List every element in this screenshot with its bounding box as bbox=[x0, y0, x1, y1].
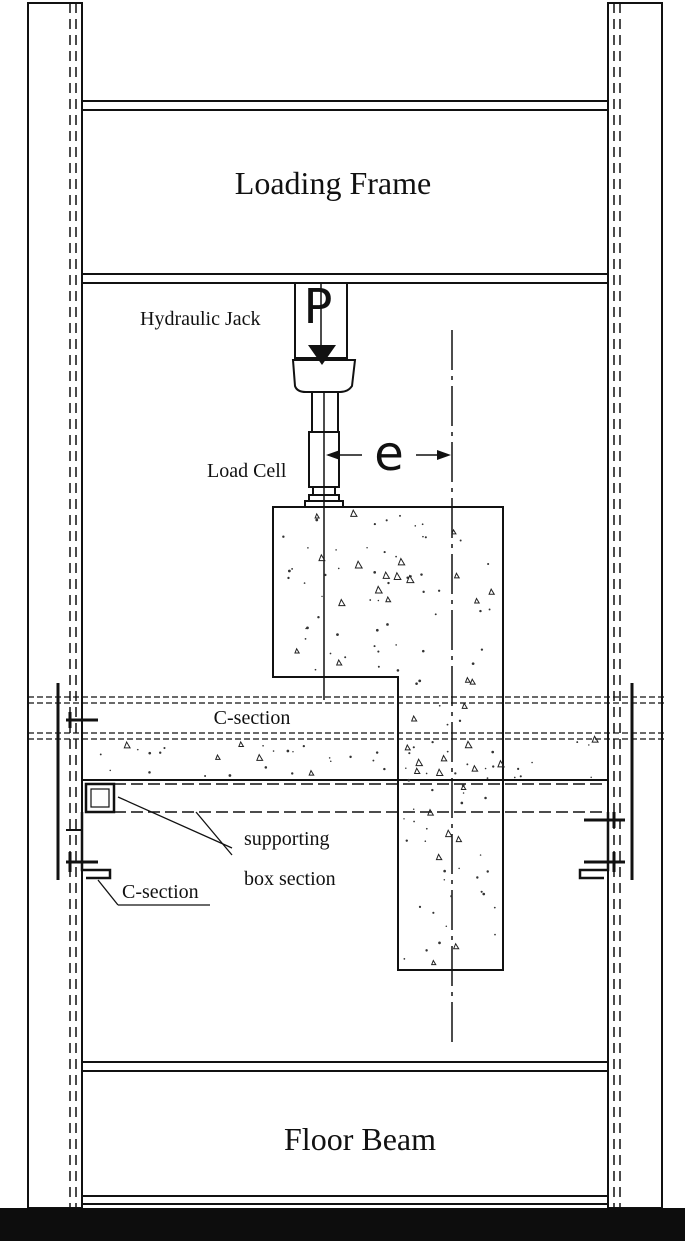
c-section-bottom-leader bbox=[97, 879, 119, 906]
right-column bbox=[607, 2, 663, 1209]
eccentricity-dimension bbox=[323, 392, 451, 700]
load-cell-label: Load Cell bbox=[207, 460, 287, 482]
hydraulic-jack-label: Hydraulic Jack bbox=[140, 308, 261, 330]
right-bracket bbox=[578, 683, 634, 880]
load-arrow-icon bbox=[308, 345, 336, 365]
c-section-bottom-label: C-section bbox=[122, 881, 199, 903]
supporting-label-line2: box section bbox=[244, 868, 336, 890]
concrete-aggregate-texture bbox=[99, 509, 599, 966]
supporting-label-line1: supporting bbox=[244, 828, 330, 850]
left-column bbox=[27, 2, 83, 1209]
left-bracket bbox=[56, 683, 112, 880]
load-symbol: P bbox=[304, 279, 333, 335]
eccentricity-symbol: e bbox=[374, 426, 404, 482]
c-section-top-label: C-section bbox=[214, 707, 291, 729]
floor-beam-label: Floor Beam bbox=[284, 1121, 436, 1157]
floor-beam bbox=[82, 1061, 608, 1205]
c-section-top bbox=[28, 696, 665, 740]
concrete-specimen bbox=[272, 506, 504, 971]
supporting-box-section bbox=[84, 782, 608, 856]
loading-frame-label: Loading Frame bbox=[235, 165, 431, 201]
ground-base bbox=[0, 1208, 685, 1241]
loading-frame bbox=[82, 100, 608, 284]
